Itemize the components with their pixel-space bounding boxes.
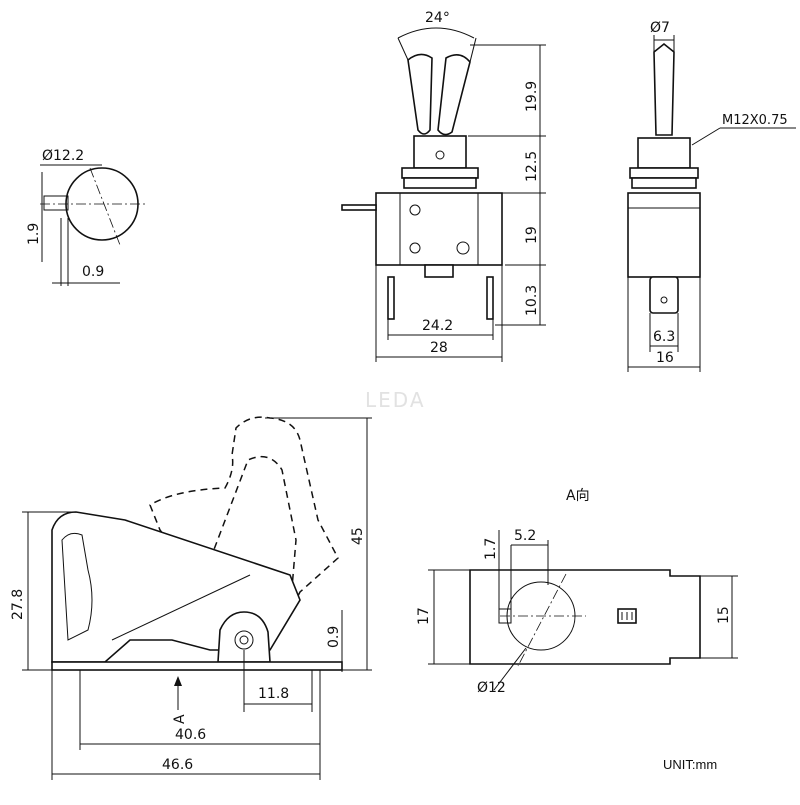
front-view: 24° 19.9 12.5 19 10.3 24.2 — [341, 10, 546, 362]
view-a-title: A向 — [566, 488, 590, 504]
a-dim-5-2-label: 5.2 — [514, 528, 536, 544]
unit-label: UNIT:mm — [663, 757, 717, 772]
thread-label: M12X0.75 — [722, 113, 788, 128]
a-direction-view: A向 1.7 5.2 17 15 Ø12 — [416, 488, 738, 696]
cover-gap-label: 0.9 — [326, 626, 342, 648]
side-terminal — [649, 276, 679, 314]
bushing — [413, 135, 467, 169]
a-dim-1-7-label: 1.7 — [483, 538, 499, 560]
lever-angle-ext-l — [397, 37, 409, 61]
lever-right — [437, 54, 471, 136]
side-lever — [653, 42, 675, 136]
thread-leader — [691, 127, 721, 146]
cover-edge-line — [111, 574, 251, 641]
cap-detail-view: Ø12.2 1.9 0.9 — [26, 148, 146, 286]
cover-open-inner — [209, 455, 297, 589]
side-pin — [341, 204, 377, 211]
cover-total-height-label: 45 — [350, 527, 366, 545]
body-screw-3 — [456, 241, 470, 255]
hinge-block — [217, 611, 271, 663]
cover-grip — [61, 532, 93, 641]
side-terminal-hole — [660, 296, 668, 304]
side-view: Ø7 M12X0.75 6.3 16 — [627, 20, 796, 372]
terminal-right — [486, 276, 494, 320]
a-view-center-slant — [517, 573, 567, 667]
lever-diameter-label: Ø7 — [650, 20, 670, 36]
cover-height-label: 27.8 — [10, 589, 26, 620]
a-hole-leader — [493, 647, 527, 691]
lever-angle-ext-r — [469, 37, 477, 63]
side-body — [627, 192, 701, 278]
cap-diameter-label: Ø12.2 — [42, 148, 84, 164]
hinge-offset-label: 11.8 — [258, 686, 289, 702]
cover-total-length-label: 46.6 — [162, 757, 193, 773]
body-tab — [424, 264, 454, 278]
switch-body — [375, 192, 503, 266]
cap-pin-h-label: 0.9 — [82, 264, 104, 280]
body-width-label: 28 — [430, 340, 448, 356]
terminal-left — [387, 276, 395, 320]
bushing-screw — [435, 150, 445, 160]
a-view-tab — [498, 608, 512, 624]
cap-pin — [43, 195, 69, 211]
lever-angle-arc — [397, 27, 475, 39]
section-marker: A — [172, 714, 188, 724]
cover-view: 45 0.9 27.8 11.8 A 40.6 46.6 — [10, 416, 372, 780]
side-width-label: 16 — [656, 350, 674, 366]
lever-left — [407, 53, 433, 135]
nut-2 — [403, 177, 477, 189]
hinge-hole — [234, 630, 254, 650]
side-nut-1 — [629, 167, 699, 179]
nut-1 — [401, 167, 479, 179]
cover-base — [51, 661, 343, 671]
lever-angle-label: 24° — [425, 10, 450, 26]
a-height-15-label: 15 — [716, 606, 732, 624]
a-view-outline — [469, 569, 701, 665]
terminal-pitch-label: 24.2 — [422, 318, 453, 334]
terminal-height-label: 10.3 — [524, 285, 540, 316]
terminal-width-label: 6.3 — [653, 329, 675, 345]
watermark: LEDA — [365, 388, 426, 412]
body-screw-1 — [409, 204, 421, 216]
body-height-label: 19 — [524, 226, 540, 244]
side-nut-2 — [631, 177, 697, 189]
a-hole-label: Ø12 — [477, 680, 506, 696]
cap-pin-v-label: 1.9 — [26, 223, 42, 245]
body-screw-2 — [409, 242, 421, 254]
cover-inner-length-label: 40.6 — [175, 727, 206, 743]
cap-centerline-slant — [89, 167, 121, 246]
lever-height-label: 19.9 — [524, 81, 540, 112]
cover-open-outline — [149, 416, 339, 641]
section-arrow-head — [174, 676, 182, 686]
side-bushing — [637, 137, 691, 169]
a-height-17-label: 17 — [416, 607, 432, 625]
hinge-pin — [239, 635, 249, 645]
bushing-height-label: 12.5 — [524, 151, 540, 182]
